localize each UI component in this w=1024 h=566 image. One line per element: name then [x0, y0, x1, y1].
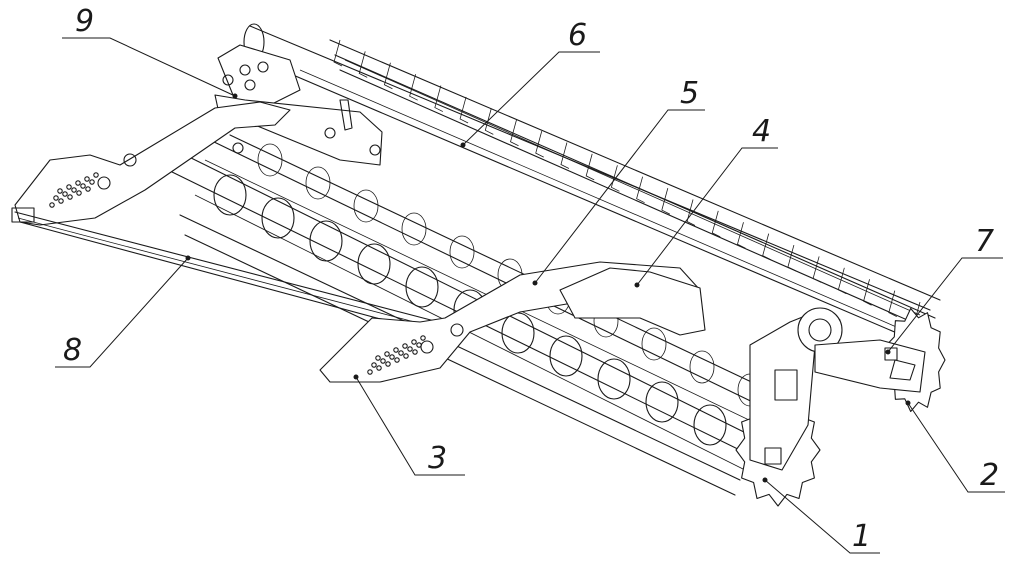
callout-8: 8: [63, 333, 82, 368]
rear-roller-rib: [787, 244, 797, 272]
roller-opening: [305, 166, 331, 200]
roller-opening: [645, 381, 679, 423]
roller-opening: [641, 327, 667, 361]
rear-roller-rib: [459, 96, 469, 124]
callout-7: 7: [975, 224, 994, 259]
rear-roller-rib: [888, 290, 897, 317]
plate-hole: [62, 191, 68, 197]
rear-roller-rib: [535, 131, 544, 158]
roller-opening: [257, 143, 283, 177]
plate-hole: [411, 339, 417, 345]
roller-opening: [689, 350, 715, 384]
plate-hole: [58, 198, 64, 204]
rear-roller-rib: [510, 119, 519, 147]
rear-roller-rib: [383, 62, 393, 90]
plate-hole: [420, 335, 426, 341]
plate-hole: [75, 180, 81, 186]
callout-2: 2: [980, 458, 999, 493]
front-frame-arm: [319, 261, 706, 383]
rear-cage-roller: [243, 23, 941, 346]
plate-hole: [393, 347, 399, 353]
plate-hole: [67, 194, 73, 200]
plate-hole: [80, 183, 86, 189]
plate-hole: [85, 186, 91, 192]
callout-leaders: [55, 37, 1005, 554]
roller-opening: [213, 174, 247, 216]
callout-1: 1: [852, 519, 871, 554]
plate-hole: [371, 362, 377, 368]
rear-roller-rib: [686, 199, 696, 226]
roller-opening: [353, 189, 379, 223]
callout-labels: 1 2 3 4 5 6 7 8 9: [63, 4, 999, 554]
roller-opening: [261, 197, 295, 239]
plate-hole: [385, 361, 391, 367]
plate-hole: [84, 176, 90, 182]
callout-5: 5: [680, 76, 699, 111]
roller-opening: [501, 312, 535, 354]
roller-opening: [597, 358, 631, 400]
plate-hole: [380, 358, 386, 364]
roller-opening: [693, 404, 727, 446]
rear-roller-rib: [333, 39, 343, 67]
plate-hole: [407, 346, 413, 352]
left-drawbar: [11, 101, 451, 336]
callout-6: 6: [568, 18, 587, 53]
rear-roller-rib: [358, 51, 368, 78]
plate-hole: [367, 369, 373, 375]
plate-hole: [394, 357, 400, 363]
rear-roller-rib: [610, 165, 620, 192]
rear-roller-rib: [636, 176, 645, 204]
rear-roller-rib: [812, 256, 822, 283]
plate-hole: [71, 187, 77, 193]
callout-4: 4: [752, 114, 771, 149]
plate-hole: [384, 351, 390, 357]
rear-roller-rib: [737, 222, 746, 249]
plate-hole: [402, 343, 408, 349]
plate-hole: [76, 190, 82, 196]
plate-hole: [412, 349, 418, 355]
rear-roller-rib: [661, 187, 671, 215]
plate-hole: [49, 202, 55, 208]
roller-opening: [401, 212, 427, 246]
plate-hole: [389, 354, 395, 360]
plate-hole: [66, 184, 72, 190]
plate-hole: [376, 365, 382, 371]
rear-roller-rib: [560, 142, 570, 169]
rear-roller-rib: [863, 279, 872, 306]
rear-roller-rib: [711, 210, 721, 238]
roller-opening: [449, 235, 475, 269]
plate-hole: [93, 172, 99, 178]
rear-roller-rib: [762, 233, 771, 261]
plate-hole: [53, 195, 59, 201]
callout-9: 9: [75, 4, 94, 39]
roller-opening: [405, 266, 439, 308]
rear-roller-rib: [585, 153, 595, 181]
roller-opening: [549, 335, 583, 377]
rear-roller-rib: [837, 267, 847, 295]
plate-hole: [403, 353, 409, 359]
rear-roller-rib: [434, 85, 444, 112]
plate-hole: [89, 179, 95, 185]
roller-opening: [309, 220, 343, 262]
rear-roller-rib: [409, 74, 418, 101]
rear-roller-rib: [484, 108, 494, 135]
plate-hole: [375, 355, 381, 361]
plate-hole: [416, 342, 422, 348]
roller-opening: [357, 243, 391, 285]
plate-hole: [398, 350, 404, 356]
callout-3: 3: [428, 441, 447, 476]
right-end-assembly: [735, 307, 946, 507]
plate-hole: [57, 188, 63, 194]
